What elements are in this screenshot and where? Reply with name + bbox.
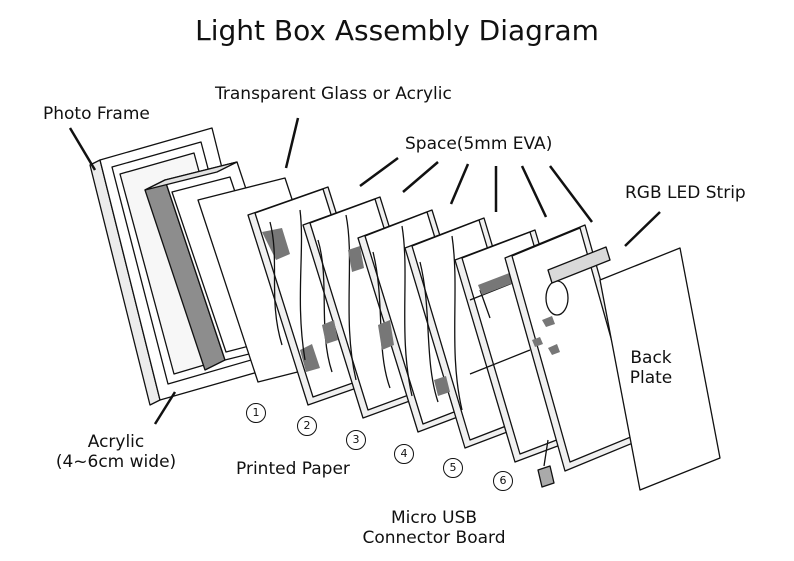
micro-usb-board-shape (537, 439, 555, 488)
label-micro-usb-line2: Connector Board (362, 528, 506, 549)
rgb-led-strip-shape (547, 246, 611, 284)
layer-number-2: 2 (297, 416, 317, 436)
label-acrylic: Acrylic (4~6cm wide) (48, 432, 184, 473)
layer-number-6: 6 (493, 471, 513, 491)
label-back-plate-line2: Plate (629, 368, 673, 389)
label-photo-frame: Photo Frame (43, 104, 150, 124)
label-printed-paper: Printed Paper (236, 459, 350, 479)
diagram-title: Light Box Assembly Diagram (195, 14, 599, 47)
label-space-eva: Space(5mm EVA) (405, 134, 553, 154)
callout-lines (68, 117, 661, 425)
layer-number-1: 1 (246, 403, 266, 423)
label-rgb-led-strip: RGB LED Strip (625, 183, 746, 203)
label-acrylic-line1: Acrylic (87, 432, 145, 452)
layer-number-5: 5 (443, 458, 463, 478)
back-plate-shape (599, 247, 721, 491)
label-back-plate: Back Plate (616, 348, 686, 389)
label-acrylic-line2: (4~6cm wide) (55, 452, 177, 473)
label-micro-usb: Micro USB Connector Board (344, 508, 524, 549)
label-back-plate-line1: Back (630, 348, 672, 368)
layer-number-3: 3 (346, 430, 366, 450)
label-micro-usb-line1: Micro USB (390, 508, 478, 528)
layer-number-4: 4 (394, 444, 414, 464)
label-transparent-glass: Transparent Glass or Acrylic (215, 84, 452, 104)
